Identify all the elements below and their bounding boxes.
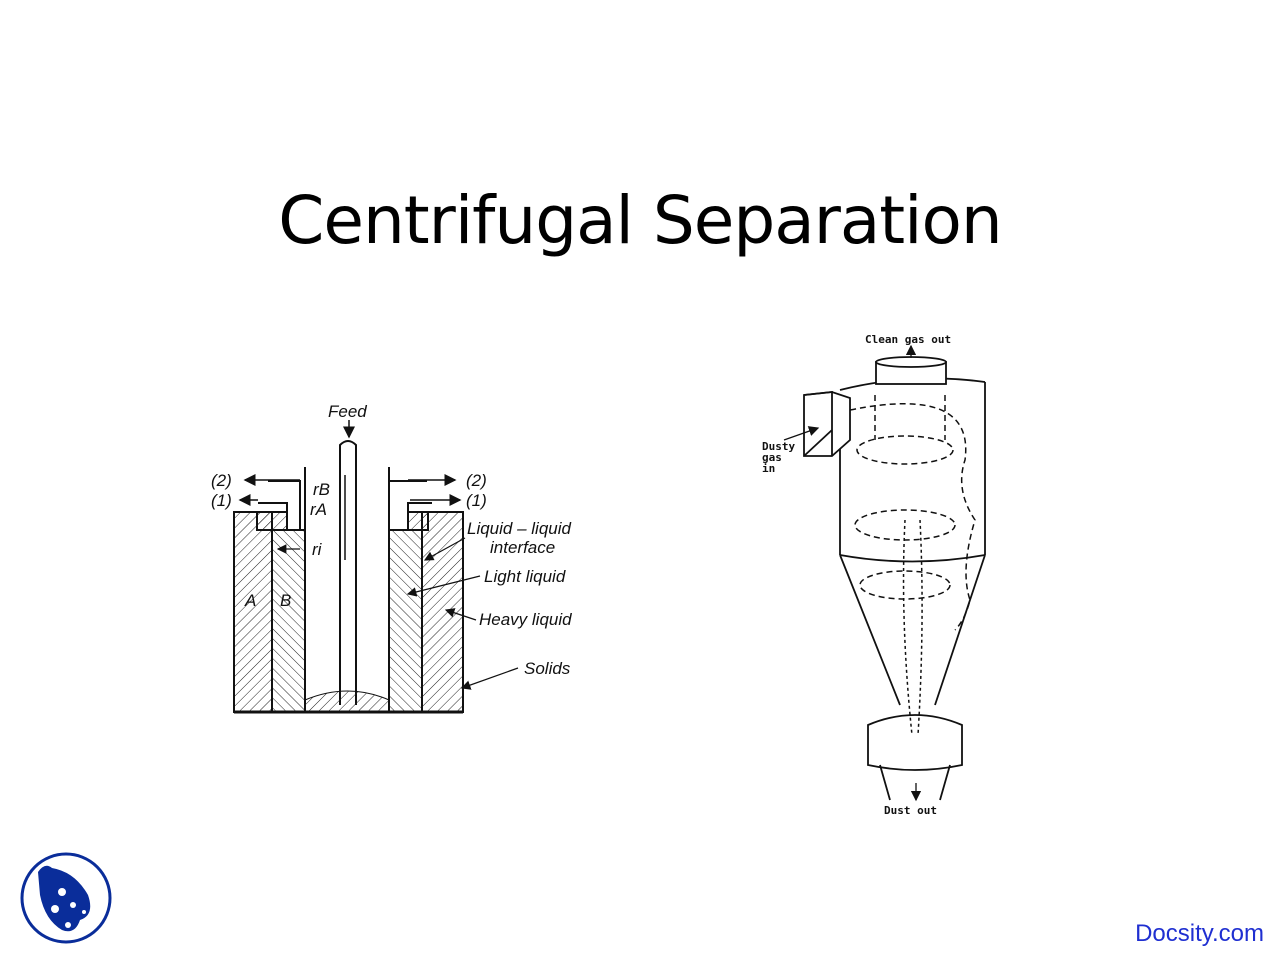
cyclone-diagram (783, 344, 986, 802)
slide-title: Centrifugal Separation (278, 182, 1002, 259)
label-rb: rB (313, 480, 330, 499)
label-light-liquid: Light liquid (484, 567, 566, 586)
label-solids: Solids (524, 659, 571, 678)
label-a: A (244, 591, 256, 610)
centrifuge-labels: Feed (2) (1) (2) (1) rB rA ri A B Liquid… (211, 402, 572, 678)
label-out2-left: (2) (211, 471, 232, 490)
label-b: B (280, 591, 291, 610)
label-dust-out: Dust out (884, 804, 937, 817)
label-interface-2: interface (490, 538, 555, 557)
label-interface-1: Liquid – liquid (467, 519, 572, 538)
cyclone-labels: Clean gas out Dusty gas in Dust out (762, 333, 951, 817)
docsity-logo (20, 852, 112, 944)
label-feed: Feed (328, 402, 367, 421)
label-in: in (762, 462, 775, 475)
label-ri: ri (312, 540, 323, 559)
label-ra: rA (310, 500, 327, 519)
label-dusty: Dusty (762, 440, 795, 453)
centrifuge-diagram (233, 420, 519, 714)
label-clean-gas: Clean gas out (865, 333, 951, 346)
label-gas: gas (762, 451, 782, 464)
label-out1-right: (1) (466, 491, 487, 510)
label-out2-right: (2) (466, 471, 487, 490)
docsity-brand-link[interactable]: Docsity.com (1135, 920, 1264, 947)
label-out1-left: (1) (211, 491, 232, 510)
label-heavy-liquid: Heavy liquid (479, 610, 572, 629)
